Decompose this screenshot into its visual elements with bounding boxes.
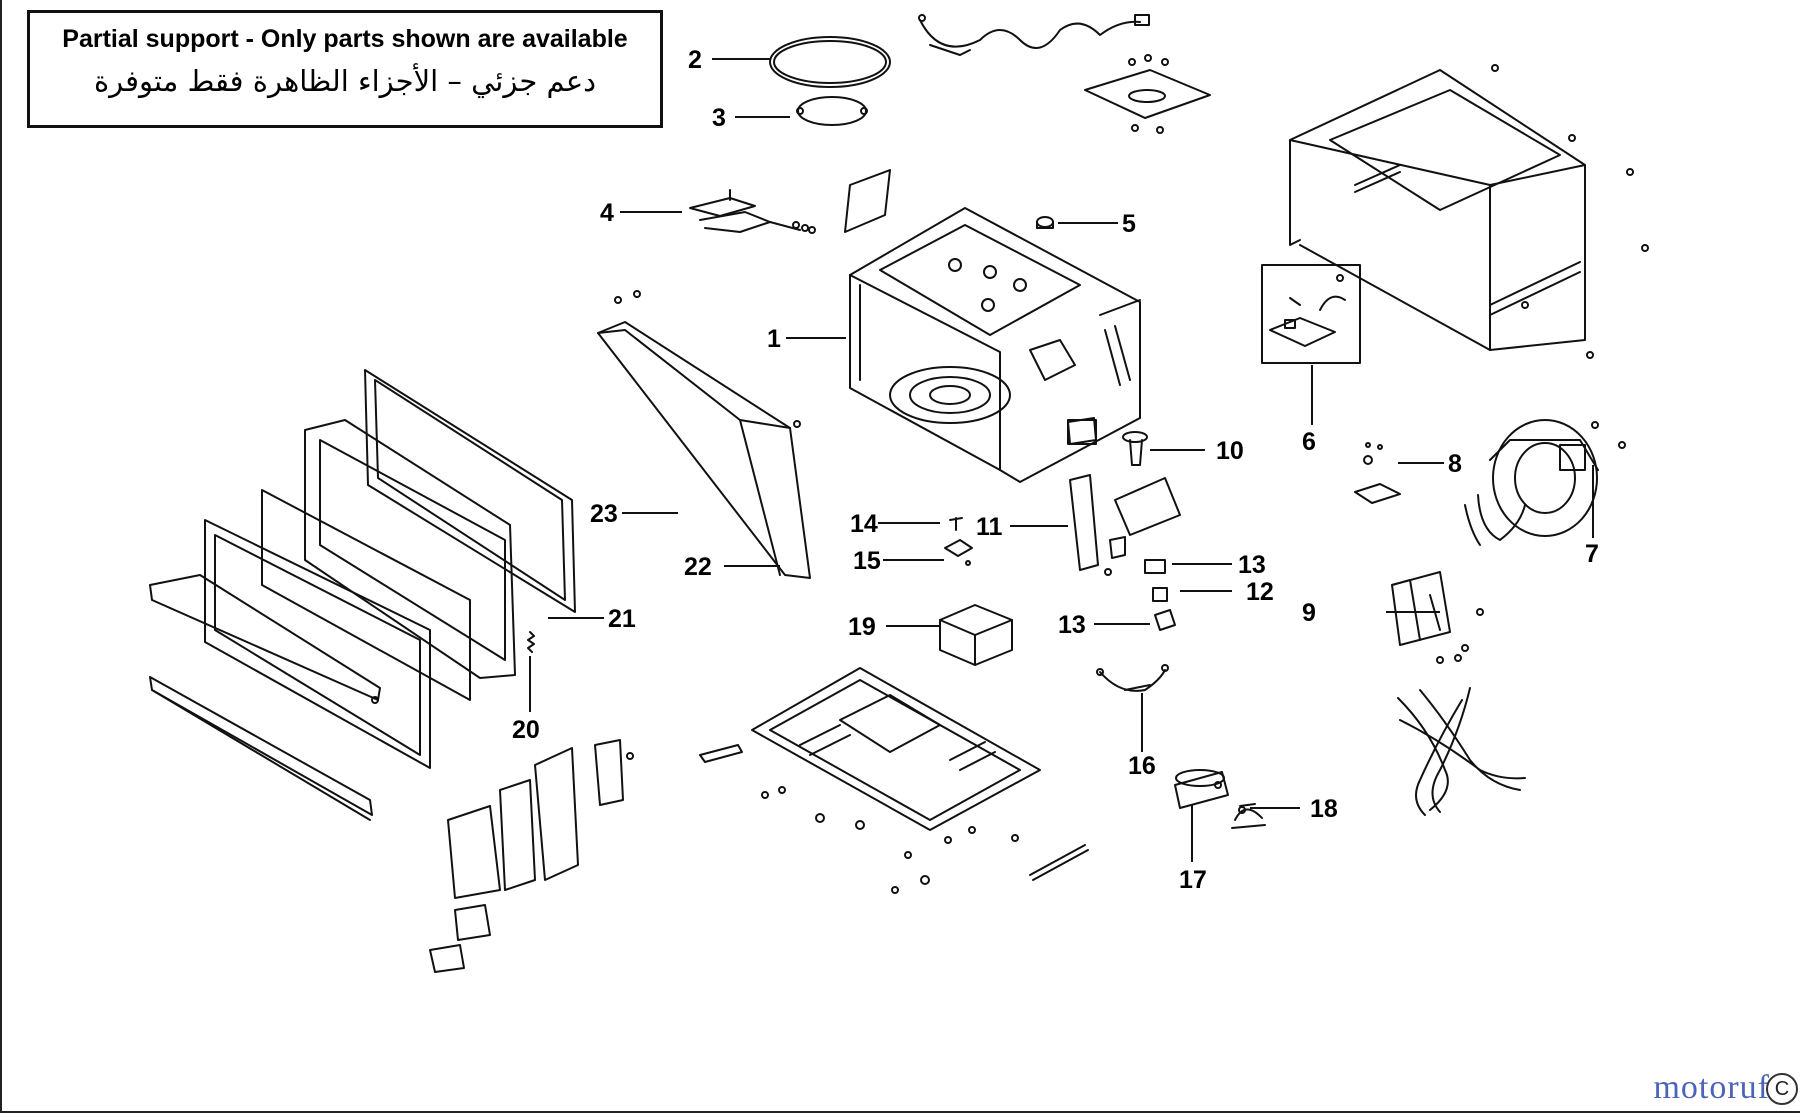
control-board-part[interactable]	[1261, 264, 1361, 364]
magnetron-part[interactable]	[1391, 571, 1484, 664]
callout-13-lower: 13	[1058, 611, 1086, 639]
callout-15: 15	[853, 547, 881, 575]
callout-16: 16	[1128, 752, 1156, 780]
callout-18: 18	[1310, 795, 1338, 823]
callout-17: 17	[1179, 866, 1207, 894]
callout-11: 11	[976, 513, 1003, 541]
lamp-part[interactable]	[1122, 431, 1148, 466]
top-bracket-part[interactable]	[1084, 54, 1211, 134]
fan-motor-bracket-part[interactable]	[1354, 442, 1401, 504]
thermal-fuse-part[interactable]	[1096, 664, 1169, 692]
callout-3: 3	[712, 104, 726, 132]
callout-13-upper: 13	[1238, 551, 1266, 579]
leader-lines	[529, 58, 1594, 862]
door-front-part[interactable]	[149, 519, 431, 821]
control-panel-part[interactable]	[429, 739, 634, 973]
heater-element-part[interactable]	[689, 189, 816, 234]
callout-20: 20	[512, 716, 540, 744]
callout-10: 10	[1216, 437, 1244, 465]
door-panel-part[interactable]	[597, 290, 811, 579]
thermostat-part[interactable]	[1036, 216, 1054, 229]
callout-23: 23	[590, 500, 618, 528]
callout-7: 7	[1585, 540, 1599, 568]
door-spring-part[interactable]	[527, 631, 535, 653]
callout-5: 5	[1122, 210, 1136, 238]
callout-1: 1	[767, 325, 781, 353]
roller-ring-part[interactable]	[796, 96, 868, 126]
interlock-bracket-part[interactable]	[1069, 474, 1181, 576]
power-cord-part[interactable]	[918, 14, 1150, 56]
sensor-part[interactable]	[944, 539, 973, 566]
door-frame-part[interactable]	[261, 369, 576, 701]
fuse-part[interactable]	[949, 517, 963, 531]
lamp-cover-part[interactable]	[1067, 417, 1097, 445]
base-plate-part[interactable]	[699, 667, 1089, 894]
watermark-logo: motoruf	[1653, 1069, 1770, 1106]
callout-labels: 1 2 3 4 5 6 7 8 9 10 11 12 13 13 14 15 1…	[512, 46, 1599, 894]
callout-22: 22	[684, 553, 712, 581]
wire-harness-part[interactable]	[1397, 687, 1526, 816]
capacitor-clamp-part[interactable]	[1231, 803, 1266, 829]
copyright-icon: C	[1766, 1073, 1798, 1105]
callout-14: 14	[850, 510, 878, 538]
oven-cavity-part[interactable]	[849, 207, 1141, 483]
notice-english-text: Partial support - Only parts shown are a…	[62, 25, 628, 53]
transformer-part[interactable]	[939, 604, 1013, 666]
capacitor-part[interactable]	[1174, 769, 1229, 809]
callout-9: 9	[1302, 599, 1316, 627]
cooling-fan-part[interactable]	[1464, 419, 1626, 546]
callout-2: 2	[688, 46, 702, 74]
callout-8: 8	[1448, 450, 1462, 478]
outer-case-part[interactable]	[1289, 64, 1649, 359]
callout-12: 12	[1246, 578, 1274, 606]
switch-part[interactable]	[1144, 559, 1176, 631]
callout-4: 4	[600, 199, 614, 227]
turntable-ring-part[interactable]	[769, 36, 891, 88]
callout-21: 21	[608, 605, 636, 633]
callout-19: 19	[848, 613, 876, 641]
partial-support-notice: Partial support - Only parts shown are a…	[27, 10, 663, 128]
mica-cover-part[interactable]	[844, 169, 891, 233]
notice-arabic-text: دعم جزئي – الأجزاء الظاهرة فقط متوفرة	[93, 64, 597, 98]
callout-6: 6	[1302, 428, 1316, 456]
